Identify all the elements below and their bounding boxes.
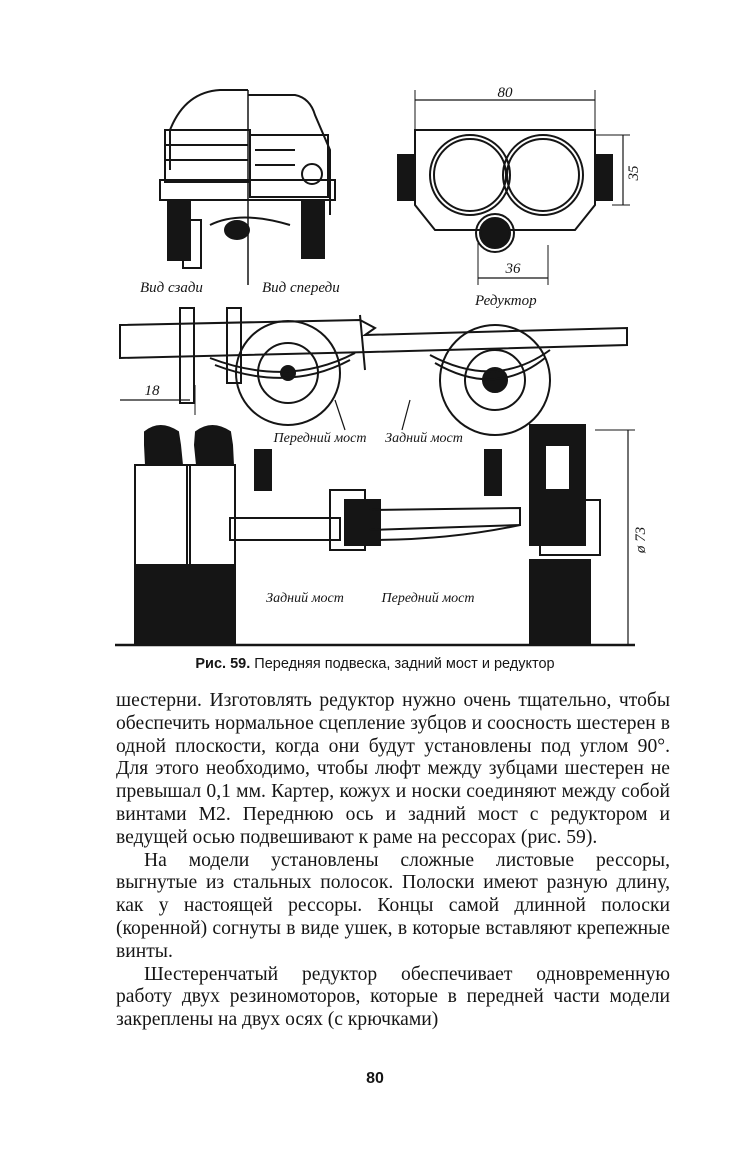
label-rear-view: Вид сзади — [140, 280, 203, 296]
truck-view-drawing — [159, 89, 336, 285]
dim-reducer-height: 35 — [626, 165, 642, 182]
label-front-axle-bottom: Передний мост — [381, 591, 475, 606]
label-front-axle-top: Передний мост — [273, 431, 367, 446]
label-rear-axle-bottom: Задний мост — [266, 591, 344, 606]
paragraph-3: Шестеренчатый редуктор обеспечивает одно… — [116, 963, 670, 1031]
body-text: шестерни. Изготовлять редуктор нужно оче… — [116, 690, 670, 1032]
page-number: 80 — [366, 1070, 384, 1087]
reducer-drawing — [397, 90, 630, 285]
paragraph-1: шестерни. Изготовлять редуктор нужно оче… — [116, 690, 670, 848]
figure-caption: Рис. 59. Передняя подвеска, задний мост … — [0, 656, 750, 672]
caption-text: Передняя подвеска, задний мост и редукто… — [254, 656, 555, 672]
figure-59: 80 35 36 18 ø 73 Вид сзади Вид спереди Р… — [90, 70, 660, 650]
plan-view-drawing — [115, 424, 635, 647]
label-reducer: Редуктор — [474, 293, 537, 309]
caption-number: Рис. 59. — [195, 656, 251, 672]
dim-reducer-offset: 36 — [505, 261, 522, 277]
dim-wheel-diameter: ø 73 — [633, 527, 649, 554]
dim-frame-offset: 18 — [145, 383, 161, 399]
side-view-drawing — [119, 307, 628, 436]
figure-drawing: 80 35 36 18 ø 73 Вид сзади Вид спереди Р… — [115, 85, 649, 647]
dim-reducer-width: 80 — [498, 85, 514, 101]
label-front-view: Вид спереди — [262, 280, 340, 296]
paragraph-2: На модели установлены сложные листовые р… — [116, 849, 670, 962]
label-rear-axle-top: Задний мост — [385, 431, 463, 446]
